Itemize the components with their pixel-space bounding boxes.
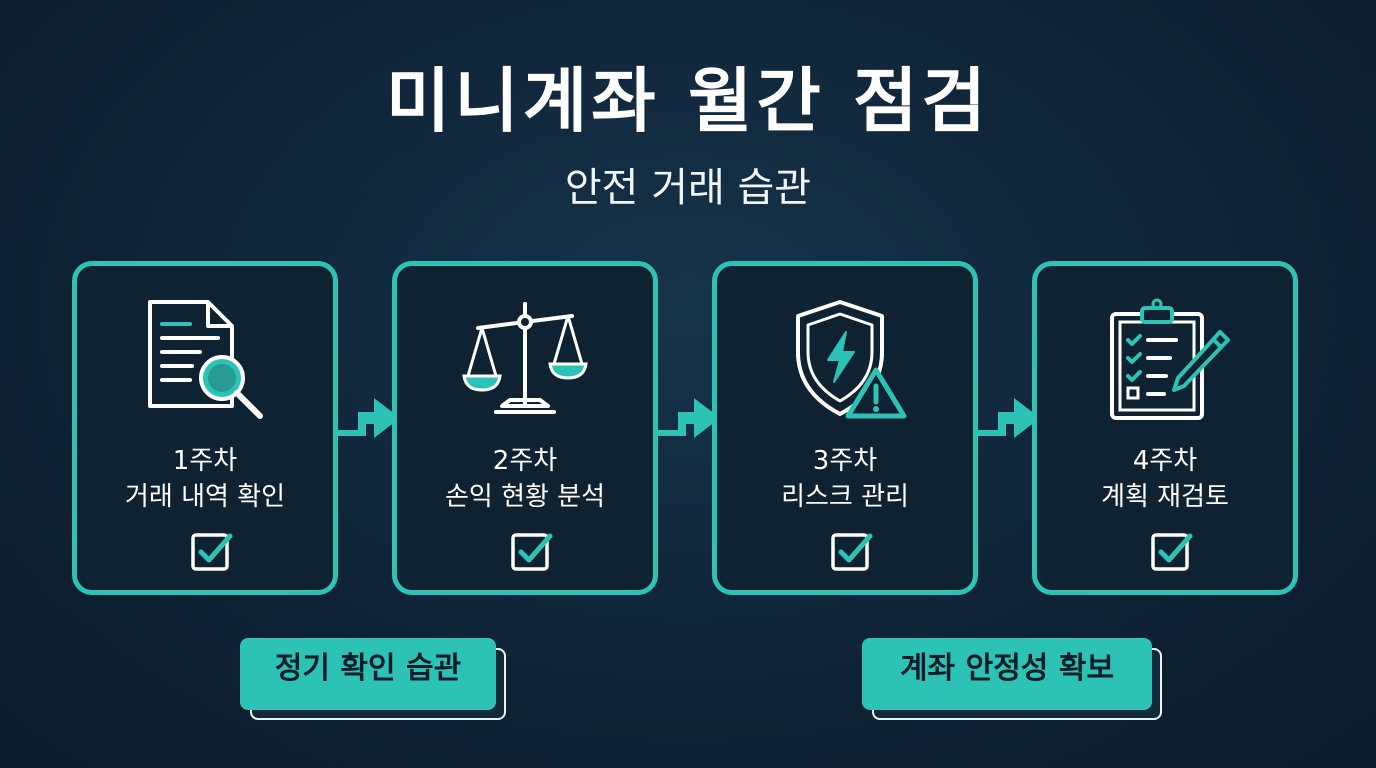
document-search-icon <box>148 300 263 419</box>
page-title: 미니계좌 월간 점검 <box>386 60 990 142</box>
badge-label: 계좌 안정성 확보 <box>862 638 1152 710</box>
arrow-right-icon <box>978 398 1040 438</box>
checkbox-checked-icon <box>831 533 873 571</box>
step-card-4: 4주차 계획 재검토 <box>1032 261 1298 595</box>
checkbox-checked-icon <box>1151 533 1193 571</box>
step-card-3: 3주차 리스크 관리 <box>712 261 978 595</box>
step-week: 3주차 <box>812 446 878 476</box>
step-task: 리스크 관리 <box>781 482 909 512</box>
checkbox-checked-icon <box>511 533 553 571</box>
checkbox-checked-icon <box>191 533 233 571</box>
step-task: 손익 현황 분석 <box>444 482 606 512</box>
balance-scale-icon <box>462 302 588 414</box>
step-week: 1주차 <box>172 446 238 476</box>
arrow-right-icon <box>338 398 400 438</box>
step-task: 거래 내역 확인 <box>124 482 286 512</box>
badge-account-stability: 계좌 안정성 확보 <box>862 638 1162 720</box>
arrow-right-icon <box>658 398 720 438</box>
badge-regular-habit: 정기 확인 습관 <box>240 638 506 720</box>
badge-label: 정기 확인 습관 <box>240 638 496 710</box>
clipboard-checklist-icon <box>1110 298 1230 420</box>
step-task: 계획 재검토 <box>1101 482 1229 512</box>
step-week: 2주차 <box>492 446 558 476</box>
step-card-1: 1주차 거래 내역 확인 <box>72 261 338 595</box>
step-week: 4주차 <box>1132 446 1198 476</box>
step-card-2: 2주차 손익 현황 분석 <box>392 261 658 595</box>
shield-warning-icon <box>796 300 907 419</box>
page-subtitle: 안전 거래 습관 <box>564 165 812 211</box>
